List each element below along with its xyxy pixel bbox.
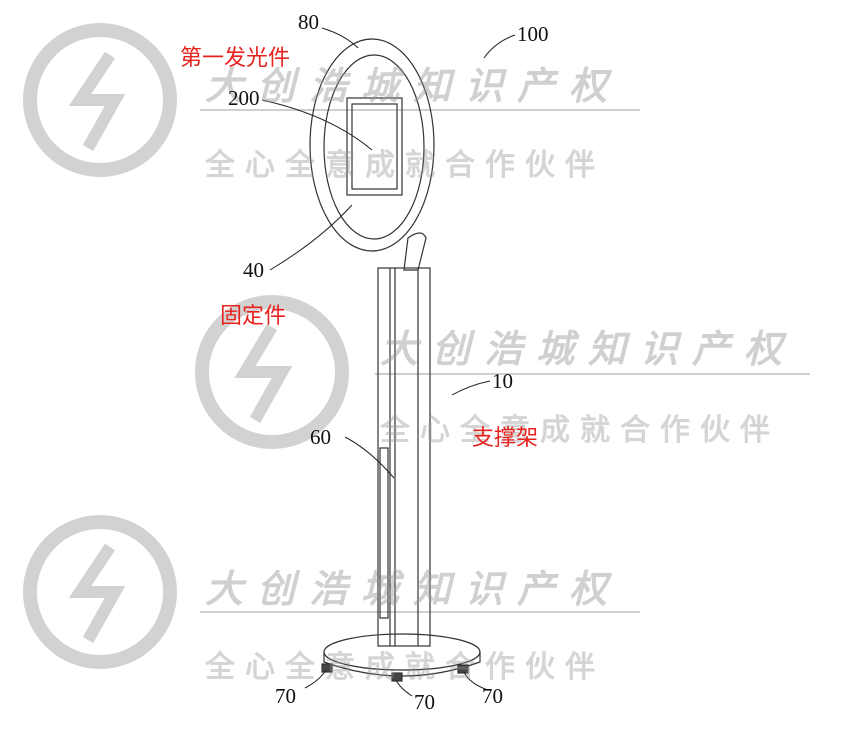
watermark-logo-3: [23, 515, 177, 669]
watermark-slogan-1: 全心全意成就合作伙伴: [205, 148, 605, 183]
ref-label-70-left: 70: [275, 684, 296, 708]
ref-label-60: 60: [310, 425, 331, 449]
annotation-support-frame: 支撑架: [472, 426, 539, 451]
watermark-logo-2: [195, 295, 349, 449]
screen-panel: [346, 97, 403, 196]
foot-1: [321, 663, 333, 673]
watermark-slogan-2: 全心全意成就合作伙伴: [380, 413, 780, 448]
annotation-fixing-member: 固定件: [220, 304, 287, 329]
ref-label-10: 10: [492, 369, 513, 393]
ref-label-70-right: 70: [482, 684, 503, 708]
ref-label-70-middle: 70: [414, 690, 435, 714]
watermark-company-2: 大创浩城知识产权: [380, 326, 797, 371]
annotation-light-member: 第一发光件: [180, 46, 291, 71]
ref-label-200: 200: [228, 86, 260, 110]
device: [309, 38, 481, 682]
column-slot: [379, 447, 389, 619]
ref-label-100: 100: [517, 22, 549, 46]
watermark-logo-1: [23, 23, 177, 177]
watermark-logos: [23, 23, 349, 669]
ref-label-80: 80: [298, 10, 319, 34]
watermark-slogan-3: 全心全意成就合作伙伴: [205, 650, 605, 685]
leader-lines: [261, 27, 516, 697]
watermark-company-1: 大创浩城知识产权: [205, 63, 622, 108]
ref-label-40: 40: [243, 258, 264, 282]
light-ring-outer: [309, 38, 435, 252]
light-ring-inner: [323, 54, 425, 240]
neck-bracket: [403, 232, 427, 271]
watermark-company-3: 大创浩城知识产权: [205, 566, 622, 611]
foot-3: [457, 664, 469, 674]
support-column: [377, 267, 431, 647]
